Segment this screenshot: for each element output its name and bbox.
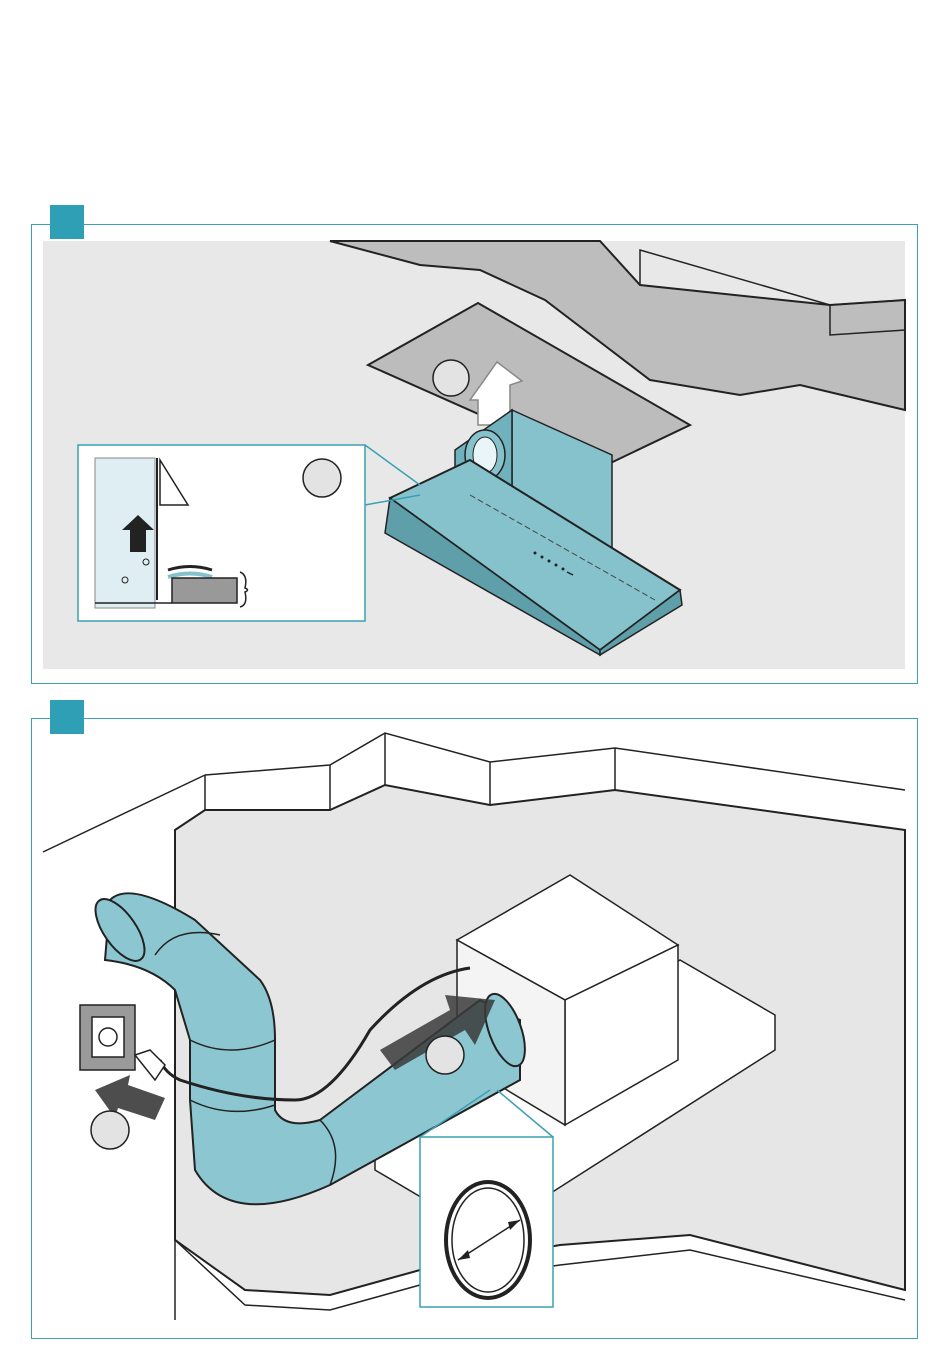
- callout-circle-b: [303, 459, 341, 497]
- detail-ceiling-section: [172, 578, 237, 603]
- callout-circle-c: [91, 1111, 129, 1149]
- step-2-illustration: [43, 733, 905, 1320]
- callout-circle-d: [426, 1036, 464, 1074]
- step-2-badge: [50, 700, 84, 734]
- step-1-illustration: [43, 241, 905, 669]
- plug-icon: [135, 1050, 165, 1080]
- callout-circle-a: [433, 360, 469, 396]
